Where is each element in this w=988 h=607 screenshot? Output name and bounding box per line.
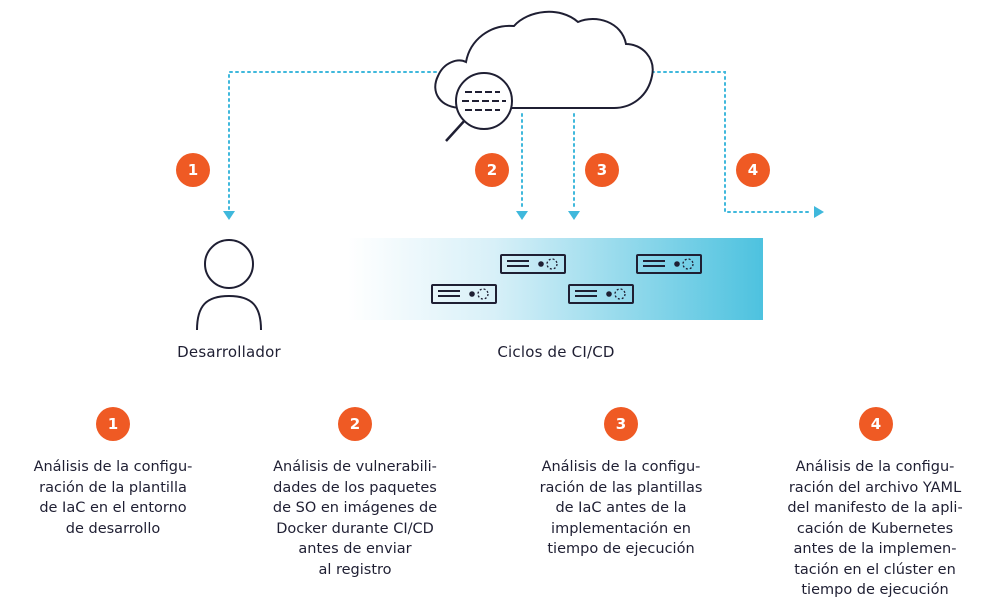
step-4-line: tiempo de ejecución bbox=[801, 582, 949, 598]
step-2-line: antes de enviar bbox=[298, 541, 412, 557]
step-3-line: implementación en bbox=[551, 520, 691, 537]
cicd-label: Ciclos de CI/CD bbox=[497, 343, 615, 361]
step-1-line: de desarrollo bbox=[65, 520, 161, 537]
server-icon bbox=[636, 254, 702, 274]
step-badge-3: 3 bbox=[604, 407, 638, 441]
arrowhead-2 bbox=[516, 211, 528, 220]
top-badge-4: 4 bbox=[736, 153, 770, 187]
flow-line-4 bbox=[639, 71, 813, 213]
step-2-line: al registro bbox=[318, 561, 392, 578]
step-4-line: tación en el clúster en bbox=[794, 561, 956, 578]
magnifier-icon bbox=[445, 72, 513, 142]
server-icon bbox=[568, 284, 634, 304]
arrowhead-1 bbox=[223, 211, 235, 220]
step-4-description: Análisis de la configu- ración del archi… bbox=[763, 457, 987, 601]
step-4-line: del manifesto de la apli- bbox=[787, 500, 963, 516]
step-badge-4: 4 bbox=[859, 407, 893, 441]
step-2-line: Análisis de vulnerabili- bbox=[273, 459, 437, 475]
step-badge-2: 2 bbox=[338, 407, 372, 441]
step-1-description: Análisis de la configu- ración de la pla… bbox=[3, 457, 223, 539]
top-badge-3: 3 bbox=[585, 153, 619, 187]
step-4-line: cación de Kubernetes bbox=[796, 520, 954, 537]
arrowhead-3 bbox=[568, 211, 580, 220]
step-2-description: Análisis de vulnerabili- dades de los pa… bbox=[244, 457, 466, 580]
step-2-line: Docker durante CI/CD bbox=[276, 520, 434, 537]
step-1-line: ración de la plantilla bbox=[39, 479, 187, 496]
person-icon bbox=[196, 239, 262, 331]
step-badge-1: 1 bbox=[96, 407, 130, 441]
arrowheads bbox=[223, 206, 824, 220]
step-3-line: ración de las plantillas bbox=[539, 479, 703, 496]
server-icon bbox=[431, 284, 497, 304]
step-1-line: de IaC en el entorno bbox=[39, 500, 187, 516]
developer-label: Desarrollador bbox=[177, 343, 281, 361]
step-4-line: ración del archivo YAML bbox=[788, 479, 962, 496]
cicd-band bbox=[348, 238, 763, 320]
step-2-line: dades de los paquetes bbox=[273, 479, 437, 496]
step-3-line: tiempo de ejecución bbox=[547, 541, 695, 557]
step-4-line: antes de la implemen- bbox=[793, 541, 957, 557]
step-4-line: Análisis de la configu- bbox=[795, 459, 955, 475]
step-1-line: Análisis de la configu- bbox=[33, 459, 193, 475]
step-3-description: Análisis de la configu- ración de las pl… bbox=[510, 457, 732, 560]
step-2-line: de SO en imágenes de bbox=[272, 500, 438, 516]
flow-lines bbox=[228, 71, 813, 213]
arrowhead-4 bbox=[814, 206, 824, 218]
top-badge-1: 1 bbox=[176, 153, 210, 187]
server-icon bbox=[500, 254, 566, 274]
flow-line-1 bbox=[228, 71, 437, 211]
top-badge-2: 2 bbox=[475, 153, 509, 187]
step-3-line: Análisis de la configu- bbox=[541, 459, 701, 475]
server-icons bbox=[431, 254, 702, 304]
step-3-line: de IaC antes de la bbox=[555, 500, 687, 516]
